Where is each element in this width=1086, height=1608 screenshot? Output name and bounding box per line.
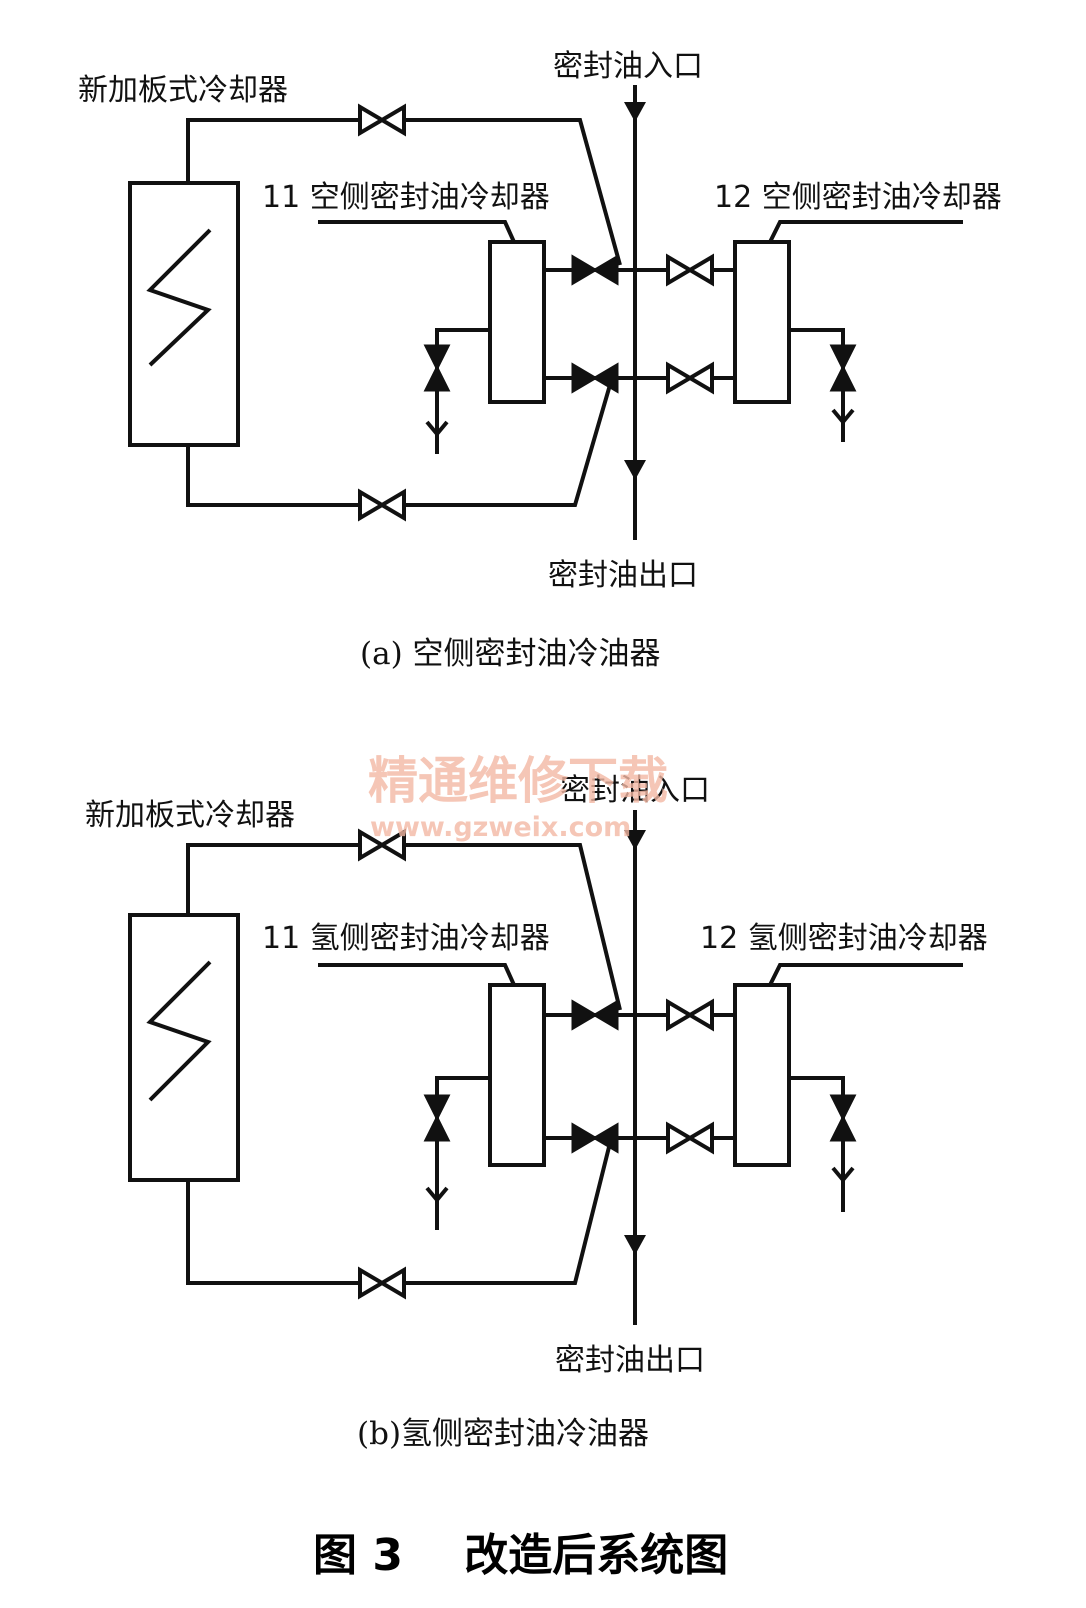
watermark-url: www.gzweix.com [370, 812, 631, 843]
cooler-12-label-b: 12 氢侧密封油冷却器 [700, 921, 988, 956]
cooler-12-drain-pipe [789, 1076, 845, 1212]
cooler-12-box [733, 983, 791, 1167]
inlet-label-b: 密封油入口 [560, 773, 710, 808]
cooler-11-box [488, 240, 546, 404]
cooler-12-drain-pipe [789, 328, 845, 440]
outlet-label-b: 密封油出口 [555, 1343, 705, 1378]
valve-12-bottom [666, 1123, 714, 1153]
cooler-11-label-a: 11 空侧密封油冷却器 [262, 180, 550, 215]
plate-cooler-zigzag-icon [146, 228, 212, 367]
cooler-12-leader [768, 963, 963, 986]
valve-11-bottom [571, 1123, 619, 1153]
valve-12-top [666, 1000, 714, 1030]
cooler-11-drain-pipe [435, 328, 490, 440]
outlet-arrow-icon [624, 1235, 646, 1255]
caption-a: (a) 空侧密封油冷油器 [360, 636, 661, 672]
cooler-11-leader [318, 220, 516, 243]
caption-b: (b)氢侧密封油冷油器 [357, 1416, 649, 1452]
valve-11-drain [424, 1094, 450, 1142]
cooler-12-box [733, 240, 791, 404]
plate-cooler-label-b: 新加板式冷却器 [85, 798, 295, 833]
valve-12-top [666, 255, 714, 285]
cooler-11-label-b: 11 氢侧密封油冷却器 [262, 921, 550, 956]
valve-plate-top [358, 105, 406, 135]
diagram-a: 密封油入口 新加板式冷却器 11 空侧密封油冷却器 12 空侧密封油冷却器 密封… [78, 49, 1002, 672]
valve-12-drain [830, 344, 856, 392]
valve-plate-bottom [358, 1268, 406, 1298]
cooler-11-drain-pipe [435, 1076, 490, 1230]
cooler-11-box [488, 983, 546, 1167]
cooler-11-leader [318, 963, 516, 986]
valve-12-drain [830, 1094, 856, 1142]
valve-12-bottom [666, 363, 714, 393]
outlet-arrow-icon [624, 460, 646, 480]
figure-title: 图 3 改造后系统图 [313, 1530, 728, 1581]
cooler-12-leader [768, 220, 963, 243]
inlet-arrow-icon [624, 102, 646, 122]
valve-11-drain [424, 344, 450, 392]
valve-plate-bottom [358, 490, 406, 520]
plate-cooler-zigzag-icon [146, 960, 212, 1102]
pipe-plate-bottom [186, 377, 614, 507]
plate-cooler-label-a: 新加板式冷却器 [78, 73, 288, 108]
inlet-arrow-icon [624, 830, 646, 850]
watermark-text: 精通维修下载 [368, 752, 668, 810]
pipe-plate-bottom [186, 1134, 614, 1285]
outlet-label-a: 密封油出口 [548, 558, 698, 593]
plate-cooler-box [128, 181, 240, 447]
cooler-12-label-a: 12 空侧密封油冷却器 [714, 180, 1002, 215]
plate-cooler-box [128, 913, 240, 1182]
valve-11-top [571, 1000, 619, 1030]
valve-11-top [571, 255, 619, 285]
diagram-b: 密封油入口 新加板式冷却器 11 氢侧密封油冷却器 12 氢侧密封油冷却器 密封… [85, 773, 988, 1452]
valve-11-bottom [571, 363, 619, 393]
inlet-label-a: 密封油入口 [553, 49, 703, 84]
